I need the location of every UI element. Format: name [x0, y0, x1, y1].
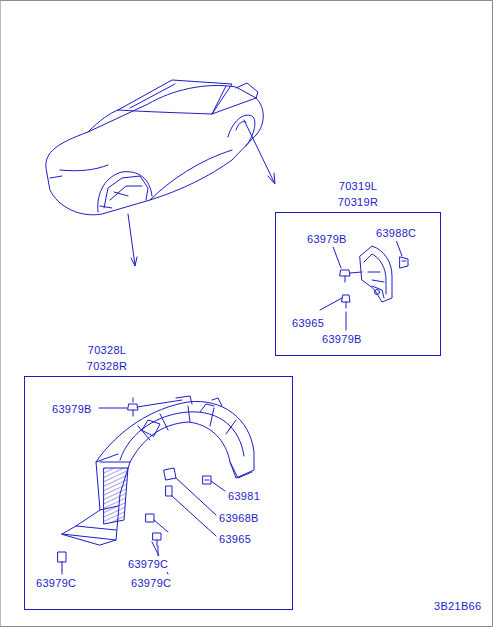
front-liner-part — [58, 396, 254, 574]
callout: 63979C — [130, 575, 172, 591]
callout: 63979B — [321, 331, 363, 347]
callout: 63968B — [218, 510, 260, 526]
callout: 63979B — [306, 231, 348, 247]
callout-number: 63981 — [227, 488, 261, 504]
part-number: 70319R — [338, 194, 378, 210]
callout-number: 63965 — [218, 531, 252, 547]
callout: 63979B — [51, 401, 93, 417]
callout: 63965 — [291, 315, 325, 331]
callout-number: 63979C — [35, 575, 77, 591]
callout-number: 63968B — [218, 510, 260, 526]
callout: 63988C — [375, 225, 417, 241]
callout: 63981 — [227, 488, 261, 504]
callout: 3B21B66 — [433, 598, 482, 614]
part-number-heading: 70328L70328R — [87, 342, 127, 374]
part-number: 70328R — [87, 358, 127, 374]
callout-number: 63979B — [51, 401, 93, 417]
car-outline — [46, 80, 275, 266]
callout-number: 63979C — [127, 556, 169, 572]
callout-number: 63988C — [375, 225, 417, 241]
callout-number: 3B21B66 — [433, 598, 482, 614]
callout-number: 63979B — [306, 231, 348, 247]
part-number-heading: 70319L70319R — [338, 178, 378, 210]
rear-liner-part — [320, 240, 408, 330]
part-number: 70328L — [87, 342, 127, 358]
callout-number: 63965 — [291, 315, 325, 331]
callout: 63979C — [35, 575, 77, 591]
callout: 63979C — [127, 556, 169, 572]
callout: 63965 — [218, 531, 252, 547]
callout-number: 63979C — [130, 575, 172, 591]
part-number: 70319L — [338, 178, 378, 194]
callout-number: 63979B — [321, 331, 363, 347]
